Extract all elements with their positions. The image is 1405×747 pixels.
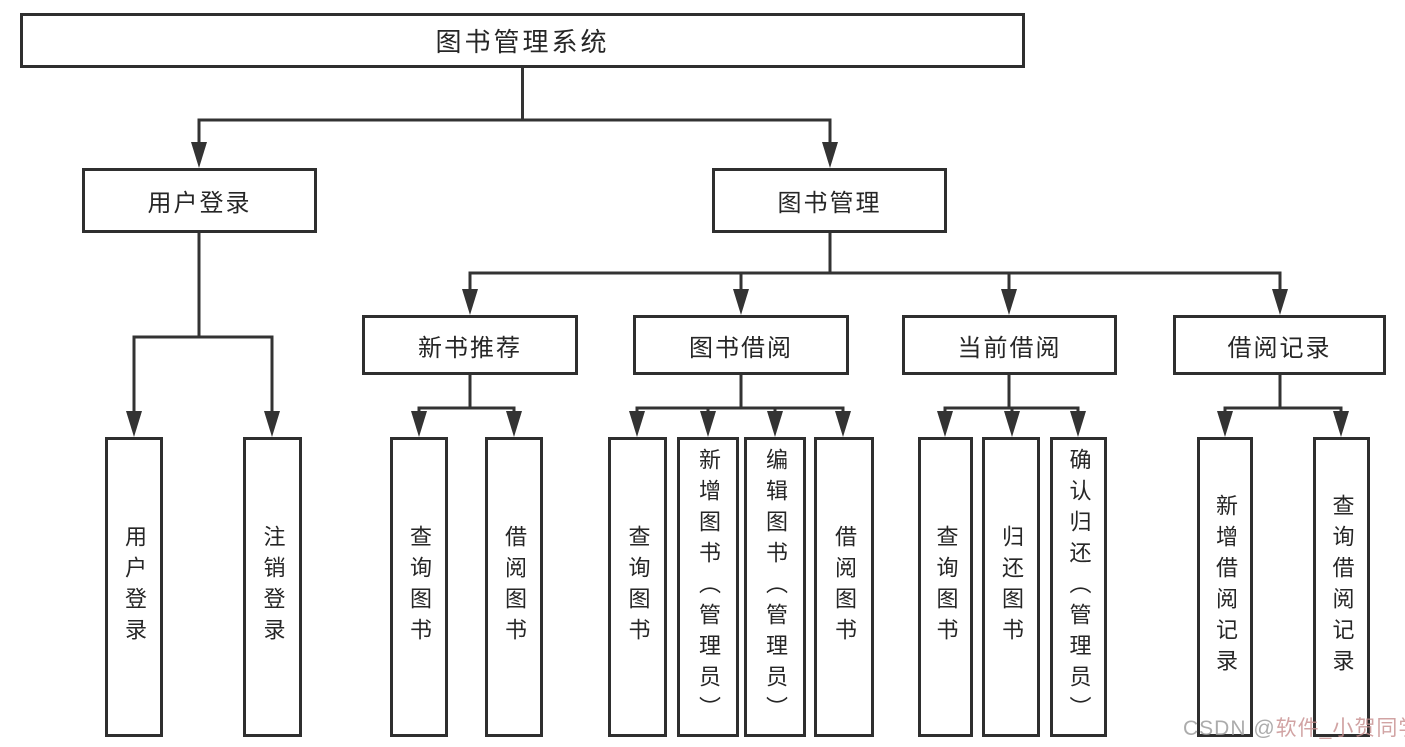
leaf-query-book-borrow: 查询图书 xyxy=(608,437,667,737)
connector-newbook-to-leaves xyxy=(417,406,516,413)
leaf-add-borrow-record: 新增借阅记录 xyxy=(1197,437,1253,737)
connector-current-to-leaves xyxy=(943,406,1080,413)
connector-userlogin-to-leaves xyxy=(132,335,274,413)
arrowhead-icon xyxy=(264,411,280,437)
leaf-return-book: 归还图书 xyxy=(982,437,1040,737)
arrowhead-icon xyxy=(835,411,851,437)
leaf-query-borrow-record: 查询借阅记录 xyxy=(1313,437,1370,737)
arrowhead-icon xyxy=(1272,289,1288,315)
connector-bookmgmt-to-l3 xyxy=(468,271,1282,291)
arrowhead-icon xyxy=(506,411,522,437)
leaf-query-book-current: 查询图书 xyxy=(918,437,973,737)
arrowhead-icon xyxy=(1333,411,1349,437)
arrowhead-icon xyxy=(411,411,427,437)
node-book-borrow: 图书借阅 xyxy=(633,315,849,375)
node-user-login: 用户登录 xyxy=(82,168,317,233)
connector-borrow-to-leaves xyxy=(635,406,845,413)
leaf-confirm-return-admin: 确认归还（管理员） xyxy=(1050,437,1107,737)
arrowhead-icon xyxy=(191,142,207,168)
leaf-query-book-recommend: 查询图书 xyxy=(390,437,448,737)
leaf-logout: 注销登录 xyxy=(243,437,302,737)
arrowhead-icon xyxy=(700,411,716,437)
arrowhead-icon xyxy=(126,411,142,437)
connector-records-to-leaves xyxy=(1223,406,1343,413)
arrowhead-icon xyxy=(1004,411,1020,437)
node-library-management-system: 图书管理系统 xyxy=(20,13,1025,68)
leaf-add-book-admin: 新增图书（管理员） xyxy=(677,437,739,737)
arrowhead-icon xyxy=(462,289,478,315)
leaf-borrow-book: 借阅图书 xyxy=(814,437,874,737)
node-book-management: 图书管理 xyxy=(712,168,947,233)
arrowhead-icon xyxy=(1001,289,1017,315)
arrowhead-icon xyxy=(629,411,645,437)
arrowhead-icon xyxy=(937,411,953,437)
node-current-borrow: 当前借阅 xyxy=(902,315,1117,375)
connector-root-to-l2 xyxy=(197,118,832,144)
arrowhead-icon xyxy=(733,289,749,315)
arrowhead-icon xyxy=(1217,411,1233,437)
leaf-edit-book-admin: 编辑图书（管理员） xyxy=(744,437,806,737)
node-new-book-recommend: 新书推荐 xyxy=(362,315,578,375)
arrowhead-icon xyxy=(822,142,838,168)
node-borrow-records: 借阅记录 xyxy=(1173,315,1386,375)
leaf-user-login: 用户登录 xyxy=(105,437,163,737)
leaf-borrow-book-recommend: 借阅图书 xyxy=(485,437,543,737)
arrowhead-icon xyxy=(1070,411,1086,437)
arrowhead-icon xyxy=(767,411,783,437)
